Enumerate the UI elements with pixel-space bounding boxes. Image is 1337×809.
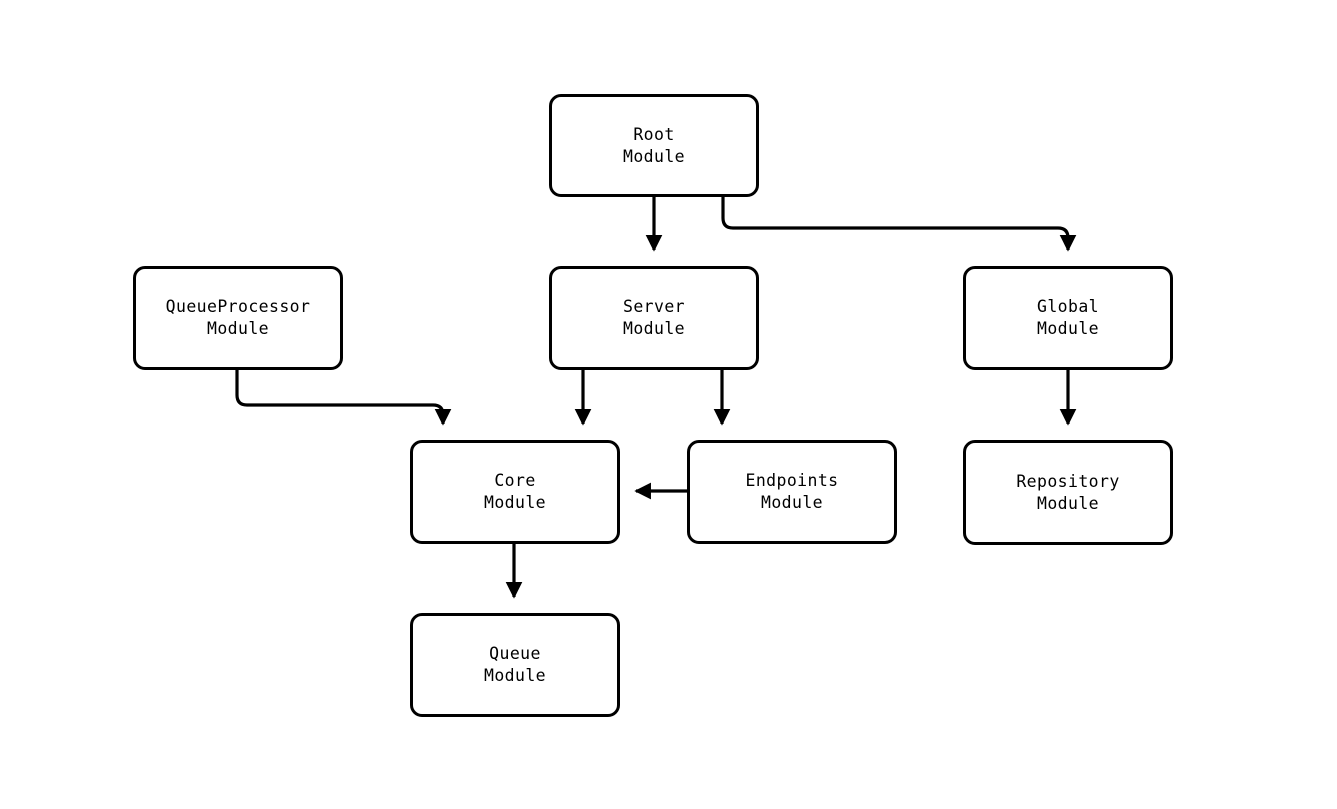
node-endpoints-module-label-line1: Endpoints (745, 471, 839, 490)
node-queueprocessor-module[interactable]: QueueProcessor Module (133, 266, 343, 370)
node-queue-module[interactable]: Queue Module (410, 613, 620, 717)
node-server-module[interactable]: Server Module (549, 266, 759, 370)
node-endpoints-module-label-line2: Module (760, 493, 823, 512)
node-endpoints-module[interactable]: Endpoints Module (687, 440, 897, 544)
node-queueprocessor-module-label-line2: Module (206, 319, 269, 338)
node-global-module-label-line2: Module (1036, 319, 1099, 338)
edge-queueprocessor-to-core (235, 370, 452, 426)
node-repository-module-label-line2: Module (1036, 493, 1099, 513)
node-queueprocessor-module-label-line1: QueueProcessor (165, 297, 311, 316)
node-core-module[interactable]: Core Module (410, 440, 620, 544)
node-repository-module[interactable]: Repository Module (963, 440, 1173, 545)
node-repository-module-label-line1: Repository (1016, 471, 1120, 491)
node-core-module-label-line1: Core (494, 471, 536, 490)
node-queue-module-label-line1: Queue (489, 644, 541, 663)
edge-root-to-global (721, 197, 1077, 252)
node-core-module-label-line2: Module (483, 493, 546, 512)
node-global-module[interactable]: Global Module (963, 266, 1173, 370)
node-root-module-label-line2: Module (622, 146, 685, 166)
node-queue-module-label-line2: Module (483, 666, 546, 685)
node-root-module[interactable]: Root Module (549, 94, 759, 197)
node-server-module-label-line2: Module (622, 319, 685, 338)
node-root-module-label-line1: Root (633, 124, 675, 144)
node-global-module-label-line1: Global (1036, 297, 1099, 316)
node-server-module-label-line1: Server (622, 297, 685, 316)
